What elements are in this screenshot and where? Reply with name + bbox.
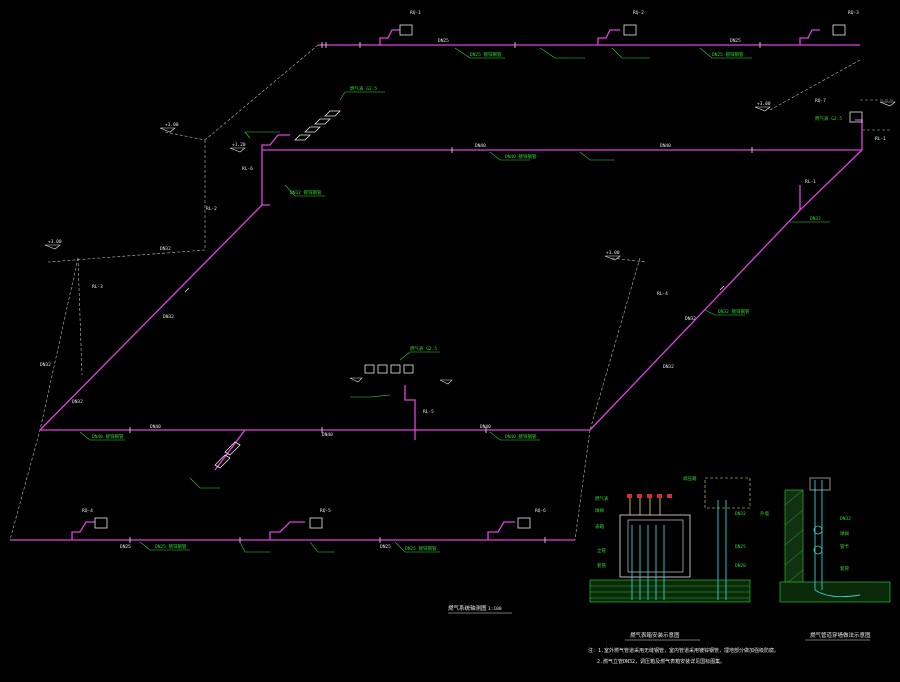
svg-text:球阀: 球阀 — [840, 530, 849, 537]
svg-text:DN25: DN25 — [735, 544, 746, 550]
svg-text:DN32: DN32 — [663, 364, 674, 370]
svg-text:DN40: DN40 — [475, 143, 486, 149]
reference-dashed-lines — [9, 44, 895, 541]
svg-text:RL-3: RL-3 — [92, 284, 103, 290]
svg-text:燃气表 G2.5: 燃气表 G2.5 — [410, 345, 437, 352]
svg-text:RL-5: RL-5 — [423, 409, 434, 415]
svg-text:套管: 套管 — [597, 562, 606, 569]
svg-text:燃气表 G2.5: 燃气表 G2.5 — [815, 115, 842, 122]
svg-text:RQ-4: RQ-4 — [82, 508, 93, 514]
wall-penetration-detail: DN32 球阀 管卡 套管 外墙 燃气管道穿墙做法示意图 — [760, 477, 891, 641]
svg-text:RL-1: RL-1 — [875, 136, 886, 142]
gas-meters — [94, 24, 863, 529]
svg-text:管卡: 管卡 — [840, 543, 849, 550]
meter-box-bottom-1 — [94, 517, 108, 529]
svg-text:DN25: DN25 — [380, 544, 391, 550]
svg-text:DN32: DN32 — [163, 314, 174, 320]
drawing-title-block: 燃气系统轴测图 1:100 — [448, 604, 512, 614]
svg-text:+3.00: +3.00 — [757, 101, 771, 107]
svg-text:燃气表 G2.5: 燃气表 G2.5 — [350, 85, 377, 92]
svg-text:外墙: 外墙 — [760, 510, 769, 517]
svg-text:RQ-5: RQ-5 — [320, 508, 331, 514]
svg-text:+1.20: +1.20 — [232, 142, 246, 148]
svg-text:调压箱: 调压箱 — [683, 475, 697, 482]
svg-text:RQ-6: RQ-6 — [535, 508, 546, 514]
svg-text:DN32: DN32 — [840, 516, 851, 522]
svg-text:DN32: DN32 — [685, 316, 696, 322]
svg-text:DN40: DN40 — [322, 432, 333, 438]
svg-text:立管: 立管 — [597, 547, 606, 554]
svg-text:燃气表: 燃气表 — [595, 495, 609, 502]
annotation-leaders — [79, 47, 830, 553]
meter-box-bottom-3 — [517, 517, 531, 529]
svg-text:DN40: DN40 — [480, 424, 491, 430]
meter-box-bottom-2 — [309, 517, 323, 529]
svg-text:DN25: DN25 — [730, 38, 741, 44]
pipe-labels: RQ-1 RQ-2 RQ-3 DN25 DN25 DN40 DN40 +3.00… — [40, 10, 886, 550]
svg-text:RL-4: RL-4 — [657, 291, 668, 297]
svg-text:DN40 镀锌钢管: DN40 镀锌钢管 — [505, 433, 537, 440]
drawing-scale: 1:100 — [488, 606, 502, 612]
svg-text:DN25: DN25 — [120, 544, 131, 550]
svg-text:+3.00: +3.00 — [48, 239, 62, 245]
svg-text:DN25 镀锌钢管: DN25 镀锌钢管 — [712, 51, 744, 58]
svg-text:+3.00: +3.00 — [165, 122, 179, 128]
drawing-title: 燃气系统轴测图 — [448, 604, 487, 612]
svg-text:DN25 镀锌钢管: DN25 镀锌钢管 — [405, 545, 437, 552]
svg-text:DN32: DN32 — [810, 216, 821, 222]
svg-text:DN40 镀锌钢管: DN40 镀锌钢管 — [505, 153, 537, 160]
svg-text:DN40 镀锌钢管: DN40 镀锌钢管 — [92, 433, 124, 440]
meter-box-top-2 — [623, 24, 637, 36]
svg-text:球阀: 球阀 — [595, 507, 604, 514]
svg-text:RL-1: RL-1 — [805, 179, 816, 185]
svg-text:DN32 镀锌钢管: DN32 镀锌钢管 — [718, 308, 750, 315]
svg-text:RQ-7: RQ-7 — [815, 98, 826, 104]
svg-text:套管: 套管 — [840, 565, 849, 572]
meter-box-top-1 — [399, 24, 413, 36]
svg-text:RL-2: RL-2 — [206, 206, 217, 212]
svg-text:表箱: 表箱 — [595, 523, 604, 530]
svg-text:DN40: DN40 — [660, 143, 671, 149]
second-main-pipe — [262, 119, 863, 151]
svg-text:DN32 镀锌钢管: DN32 镀锌钢管 — [290, 189, 322, 196]
svg-text:DN32: DN32 — [72, 399, 83, 405]
svg-text:RQ-3: RQ-3 — [848, 10, 859, 16]
note-line-2: 2.燃气立管DN32，调压箱及燃气表箱安装详见国标图集。 — [597, 658, 725, 665]
svg-text:RQ-1: RQ-1 — [410, 10, 421, 16]
svg-text:DN25 镀锌钢管: DN25 镀锌钢管 — [470, 51, 502, 58]
svg-text:RL-6: RL-6 — [242, 166, 253, 172]
elevation-markers — [44, 101, 896, 385]
right-detail-title: 燃气管道穿墙做法示意图 — [810, 631, 871, 639]
note-line-1: 注：1.室外燃气管道采用无缝钢管，室内管道采用镀锌钢管，埋地部分做加强级防腐。 — [588, 647, 779, 654]
svg-text:DN20: DN20 — [735, 563, 746, 569]
svg-text:DN32: DN32 — [735, 511, 746, 517]
left-detail-title: 燃气表箱安装示意图 — [630, 631, 680, 639]
svg-text:DN32: DN32 — [40, 362, 51, 368]
green-annotations: DN25 镀锌钢管 DN25 镀锌钢管 燃气表 G2.5 DN40 镀锌钢管 D… — [92, 51, 842, 552]
svg-text:DN25 镀锌钢管: DN25 镀锌钢管 — [155, 543, 187, 550]
left-isometric-riser — [39, 204, 263, 431]
svg-text:DN25: DN25 — [438, 38, 449, 44]
svg-text:DN32: DN32 — [160, 246, 171, 252]
valve-marks — [129, 42, 761, 543]
gas-pipe-network — [10, 29, 863, 541]
meter-box-top-3 — [832, 24, 846, 36]
svg-text:RQ-2: RQ-2 — [633, 10, 644, 16]
general-notes: 注：1.室外燃气管道采用无缝钢管，室内管道采用镀锌钢管，埋地部分做加强级防腐。 … — [588, 647, 779, 665]
svg-text:DN40: DN40 — [150, 424, 161, 430]
meter-box-detail: 燃气表 球阀 表箱 立管 套管 DN32 DN25 DN20 调压箱 燃气表箱安… — [589, 475, 751, 641]
svg-text:+3.00: +3.00 — [606, 250, 620, 256]
